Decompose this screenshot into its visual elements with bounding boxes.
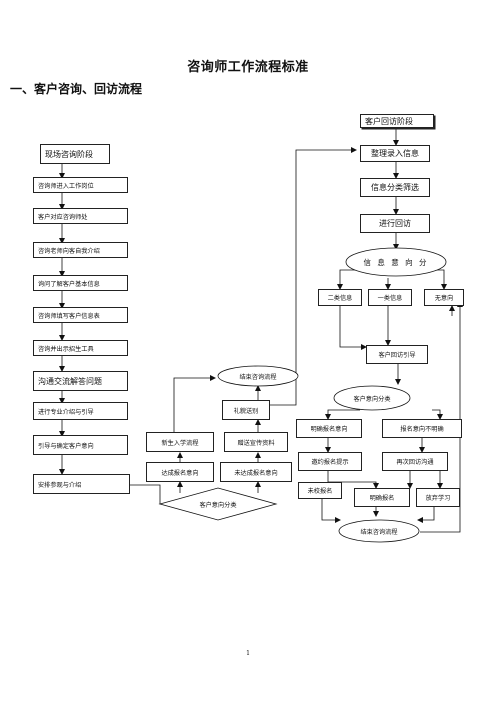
class2-box: 二类信息 [318,289,362,306]
not-registered-box: 未校报名 [298,482,342,499]
left-step-6: 咨询并出示招生工具 [33,340,128,356]
left-step-7: 沟通交流解答问题 [33,371,128,391]
organize-box: 整理录入信息 [360,145,430,162]
intent-classify-label: 客户意向分类 [199,501,237,509]
onsite-stage-box: 现场咨询阶段 [40,144,110,164]
end-flow-ellipse [338,519,420,543]
no-intent-box: 无意向 [424,289,464,306]
visit-stage-box: 客户回访阶段 [360,114,434,128]
left-step-1: 咨询师进入工作岗位 [33,177,128,193]
reached-intent-box: 达成报名意向 [146,462,214,482]
enroll-flow-box: 新生入学流程 [146,432,214,452]
left-step-5: 咨询师填写客户信息表 [33,307,128,323]
guide-box: 客户回访引导 [366,345,428,364]
customer-intent-ellipse [333,385,411,411]
materials-box: 赠送宣传资料 [224,432,288,452]
farewell-box: 礼貌送别 [222,400,270,420]
unclear-intent-box: 报名意向不明确 [382,419,462,438]
invite-hint-box: 邀约报名提示 [298,452,362,471]
give-up-box: 放弃学习 [416,488,460,507]
left-step-2: 客户对应咨询师处 [33,208,128,224]
left-step-3: 咨询老师向客自我介绍 [33,242,128,258]
not-reached-box: 未达成报名意向 [220,462,292,482]
end-flow-label: 结束咨询流程 [360,528,398,536]
clear-intent-box: 明确报名意向 [296,419,362,438]
page-title: 咨询师工作流程标准 [187,60,309,75]
customer-intent-label: 客户意向分类 [353,395,391,403]
registered-box: 明确报名 [354,488,410,507]
class1-box: 一类信息 [368,289,412,306]
left-step-4: 询问了解客户基本信息 [33,275,128,291]
section-heading: 一、客户咨询、回访流程 [10,82,143,96]
end-consult-label: 结束咨询流程 [239,373,277,381]
reconnect-box: 再次回访沟通 [382,452,448,471]
intent-classify-diamond [158,487,278,521]
left-step-10: 安排参观与介绍 [33,474,130,494]
intent-analysis-label: 信 息 意 向 分 [363,257,429,267]
page-number: 1 [246,650,250,657]
left-step-8: 进行专业介绍与引导 [33,402,128,420]
intent-analysis-ellipse [345,247,447,277]
end-consult-ellipse [217,365,299,387]
left-step-9: 引导与确定客户意向 [33,435,128,455]
do-visit-box: 进行回访 [360,214,430,233]
filter-box: 信息分类筛选 [360,178,430,197]
